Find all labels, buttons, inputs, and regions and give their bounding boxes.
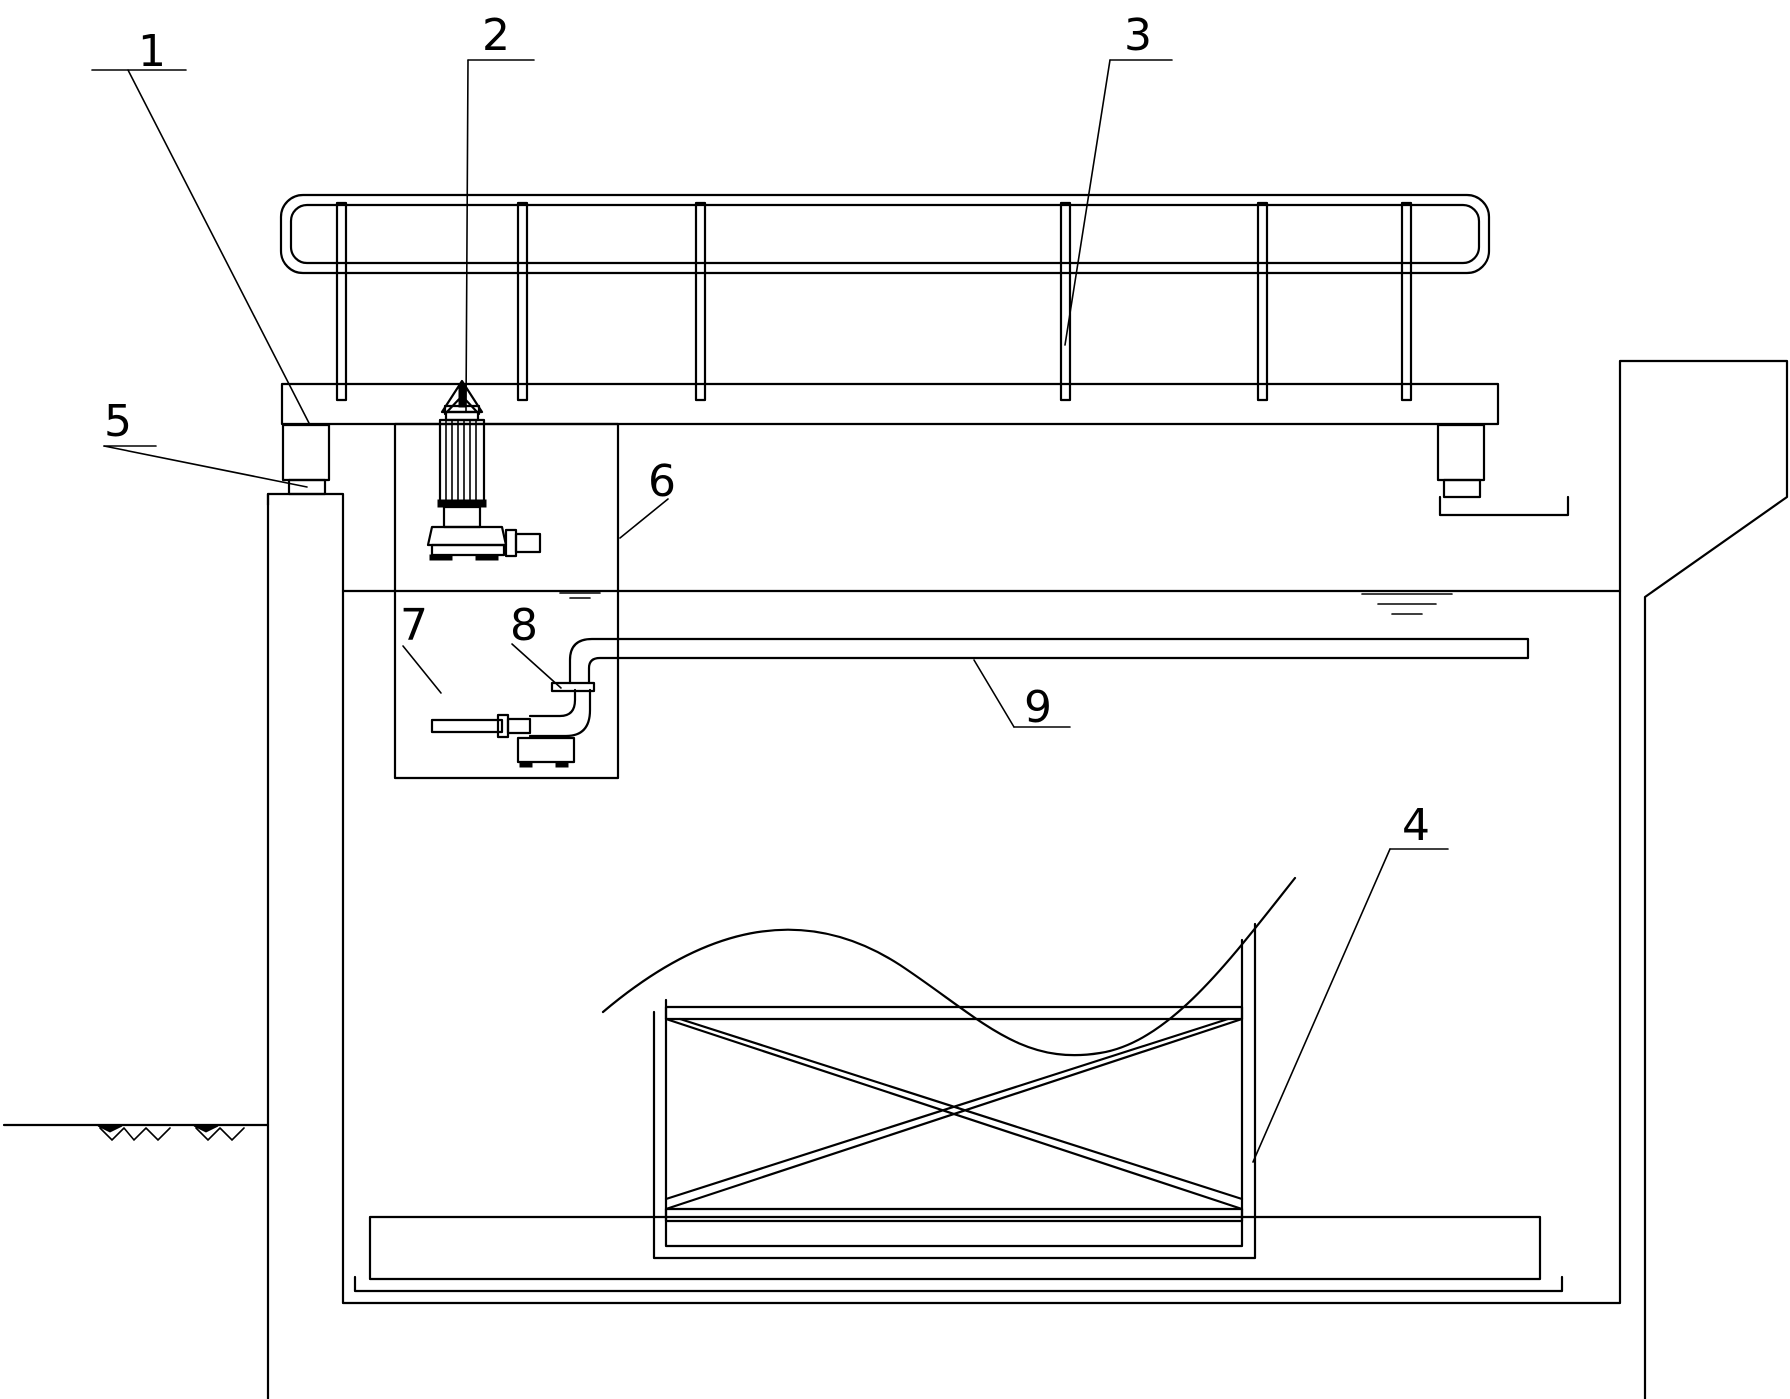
- left-support-wheel: [287, 478, 327, 496]
- callout-4: 4: [1402, 800, 1430, 851]
- callout-2: 2: [482, 10, 510, 61]
- callout-1: 1: [138, 26, 166, 77]
- right-support-block: [1436, 423, 1486, 482]
- tank-right-ledge: [1438, 495, 1570, 517]
- bottom-base-plate: [353, 1275, 1564, 1293]
- left-support-block: [281, 423, 331, 482]
- water-level-symbol: [1361, 593, 1453, 615]
- scraper-frame: [652, 922, 1257, 1260]
- pump-compartment: [393, 422, 620, 780]
- callout-3: 3: [1124, 10, 1152, 61]
- discharge-pipe: [550, 637, 1530, 693]
- ground-hatch-symbol: [2, 1123, 270, 1142]
- callout-leaders: [91, 59, 1449, 1163]
- pump-box-water-mark: [559, 592, 601, 599]
- callout-8: 8: [510, 600, 538, 651]
- bottom-sludge-plate: [368, 1215, 1542, 1281]
- handrail-posts: [335, 201, 1413, 402]
- callout-7: 7: [400, 600, 428, 651]
- callout-9: 9: [1024, 682, 1052, 733]
- pump-base-and-discharge: [430, 688, 592, 768]
- right-support-wheel: [1442, 478, 1482, 499]
- callout-6: 6: [648, 456, 676, 507]
- cutaway-wave-line: [601, 876, 1297, 1057]
- callout-5: 5: [104, 396, 132, 447]
- handrail: [279, 193, 1491, 402]
- tank-outer-wall: [266, 359, 1789, 1399]
- bridge-deck: [280, 382, 1500, 426]
- submersible-pump-icon: [426, 379, 542, 561]
